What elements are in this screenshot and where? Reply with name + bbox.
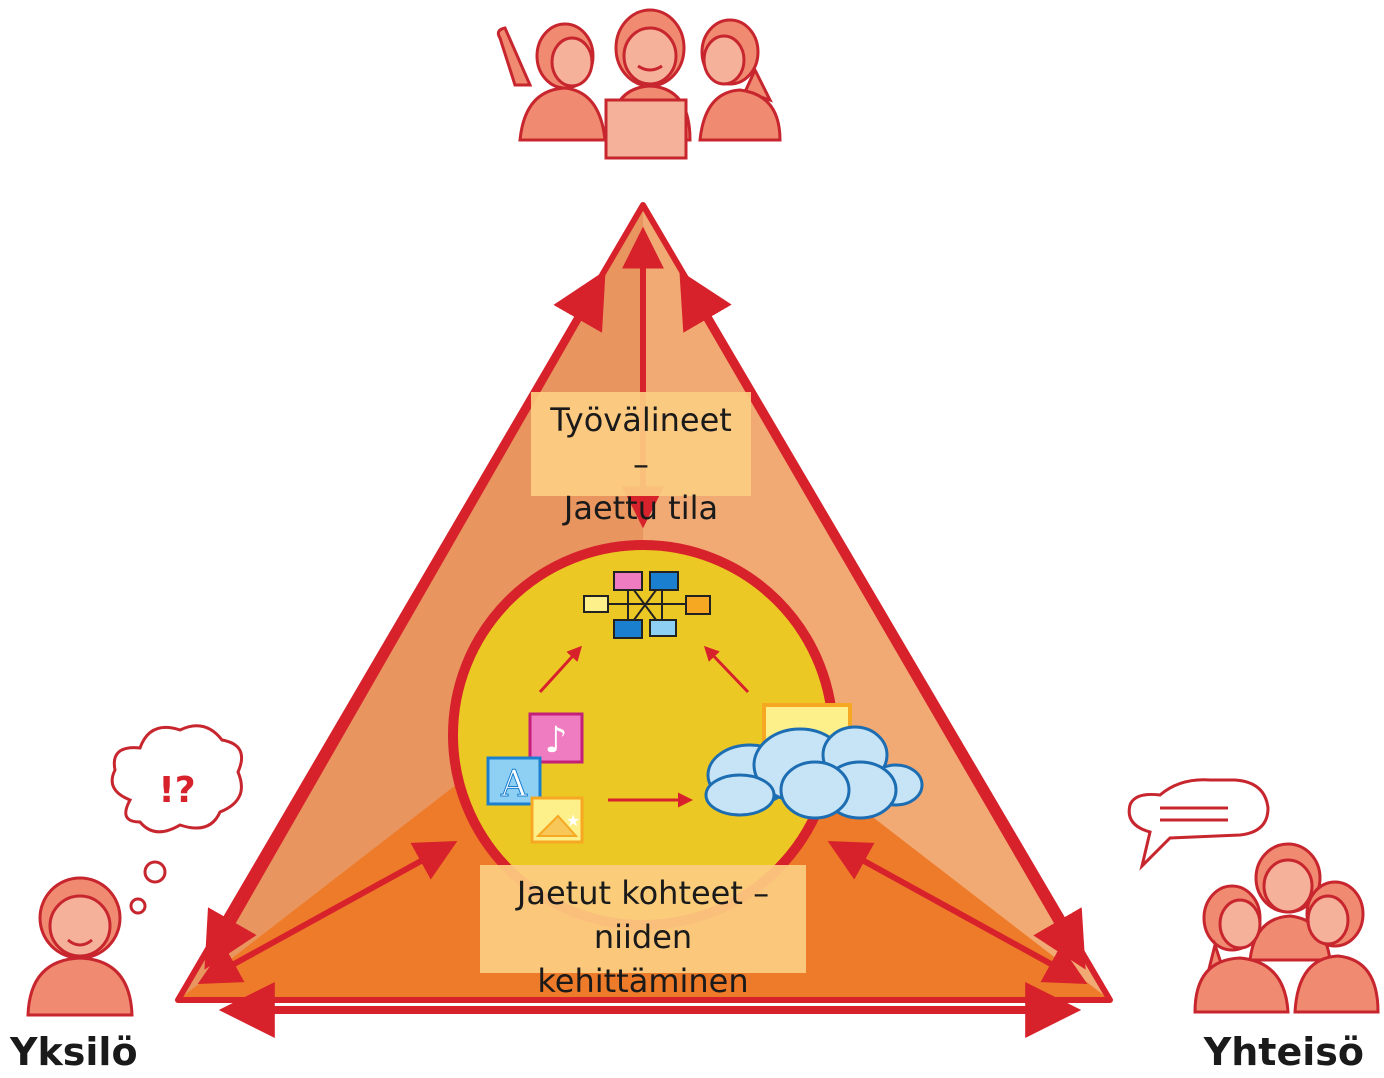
music-file-icon: [528, 712, 584, 764]
tools-label-line2: Jaettu tila: [563, 489, 719, 527]
right-inner-arrow: [827, 840, 1088, 985]
cloud-document-icon: [704, 703, 924, 820]
cycle-arrow-left: [538, 645, 583, 694]
svg-text:♪: ♪: [545, 720, 568, 761]
thought-text: !?: [158, 770, 195, 811]
cycle-arrow-right: [703, 645, 750, 694]
media-files-icon: ♪ A ★: [486, 712, 584, 844]
group-working-icon: [496, 8, 782, 160]
community-group-icon: [1193, 842, 1380, 1014]
left-inner-arrow: [197, 840, 458, 985]
community-label: Yhteisö: [1203, 1030, 1364, 1074]
cloud-icon: [704, 725, 924, 820]
cycle-arrows: [538, 645, 750, 808]
individual-person-icon: [26, 876, 134, 1017]
tools-label: Työvälineet – Jaettu tila: [531, 392, 751, 527]
network-diagram-icon: [583, 571, 711, 639]
svg-text:A: A: [500, 764, 528, 805]
tools-label-line1: Työvälineet –: [550, 401, 732, 483]
individual-label: Yksilö: [10, 1030, 138, 1074]
objects-label: Jaetut kohteet – niiden kehittäminen: [480, 865, 806, 1000]
thought-bubble-icon: [110, 724, 243, 915]
text-file-icon: [486, 756, 542, 806]
objects-label-line2: niiden kehittäminen: [537, 918, 749, 1000]
svg-text:★: ★: [566, 811, 580, 830]
objects-label-line1: Jaetut kohteet –: [516, 874, 770, 912]
laptop-icon: [604, 98, 688, 160]
speech-bubble-icon: [1127, 778, 1270, 871]
